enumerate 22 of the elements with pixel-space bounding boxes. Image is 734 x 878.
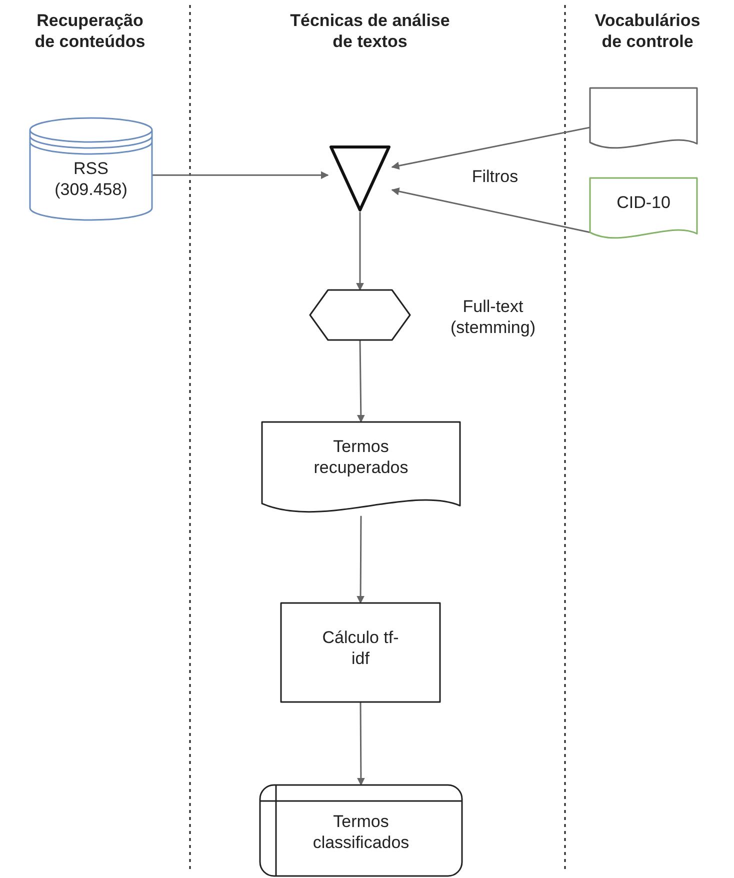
- annotation-label: Filtros: [470, 166, 520, 188]
- arrow: [356, 340, 365, 423]
- internal-storage-shape: [260, 785, 462, 876]
- node-label: Cálculo tf-idf: [321, 627, 400, 670]
- arrow: [391, 188, 590, 234]
- node-annotation: Full-text (stemming): [449, 296, 536, 338]
- arrow: [391, 126, 590, 170]
- database-cylinder: [30, 118, 152, 220]
- lane-heading: Recuperação de conteúdos: [34, 10, 146, 52]
- process-box: [281, 603, 440, 702]
- lane-heading: Técnicas de análise de textos: [290, 10, 450, 52]
- lane-heading: Vocabulários de controle: [594, 10, 702, 52]
- arrow: [356, 702, 365, 786]
- arrow: [356, 516, 365, 604]
- merge-triangle: [328, 145, 392, 212]
- node-label: Termos recuperados: [312, 436, 410, 478]
- preparation-hexagon: [310, 290, 410, 340]
- arrow: [356, 212, 364, 291]
- node-label: CID-10: [616, 192, 672, 214]
- node-label: Termos classificados: [312, 811, 410, 854]
- arrow: [152, 171, 329, 180]
- node-label: RSS (309.458): [54, 158, 128, 200]
